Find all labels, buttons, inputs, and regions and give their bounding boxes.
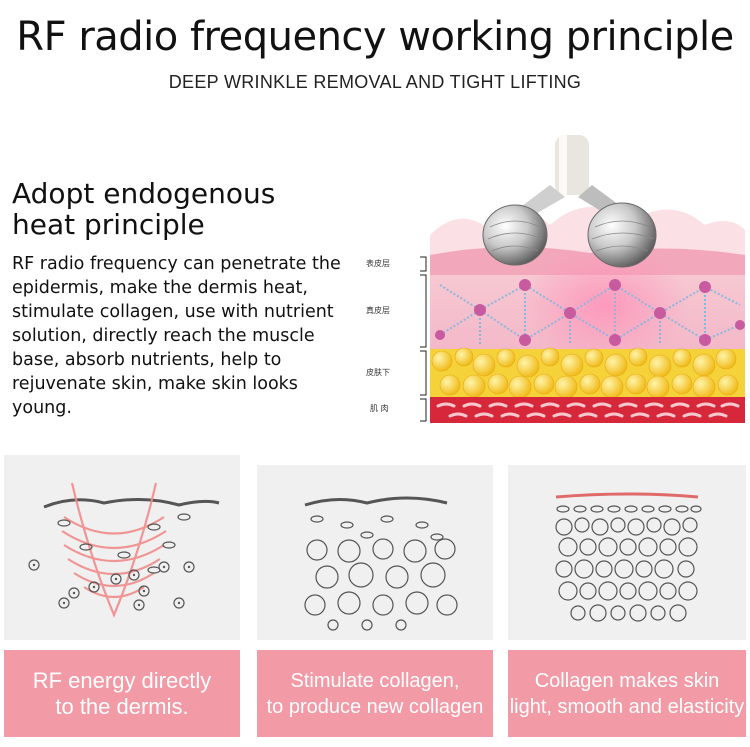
step-2-panel [257,465,493,640]
collagen-cells [304,515,458,631]
step-3-caption: Collagen makes skin light, smooth and el… [508,650,746,737]
collagen-network [439,283,741,345]
rf-roller-device [482,135,657,268]
intro-heading: Adopt endogenous heat principle [12,178,332,240]
muscle-layer [430,397,745,423]
step-1-caption-line-1: RF energy directly [32,667,212,693]
label-dermis: 真皮层 [366,305,390,315]
layer-labels: 表皮层 真皮层 皮肤下 肌 肉 [366,258,390,413]
step-1-panel [4,455,240,640]
page-title: RF radio frequency working principle [16,14,734,60]
dense-collagen-cells [555,505,702,622]
fat-cells [431,347,739,399]
intro-body: RF radio frequency can penetrate the epi… [12,254,341,418]
page-subtitle: DEEP WRINKLE REMOVAL AND TIGHT LIFTING [168,72,582,92]
label-subcutaneous: 皮肤下 [366,367,390,377]
step-2-caption: Stimulate collagen, to produce new colla… [257,650,493,737]
step-1-caption-line-2: to the dermis. [55,693,189,719]
layer-brackets [420,256,427,422]
step-3-caption-line-1: Collagen makes skin [534,669,720,692]
collagen-stimulation-diagram [304,496,458,631]
collagen-nodes [435,279,745,346]
muscle-fibers [436,402,740,418]
intro-heading-line-2: heat principle [12,208,205,241]
step-1-caption: RF energy directly to the dermis. [4,650,240,737]
skin-cross-section-illustration: 表皮层 真皮层 皮肤下 肌 肉 [366,135,745,423]
cell-markers [28,513,195,611]
label-epidermis: 表皮层 [366,258,390,268]
step-3-caption-line-2: light, smooth and elasticity [509,695,745,718]
step-3-panel [508,465,746,640]
step-2-caption-line-1: Stimulate collagen, [290,669,460,692]
label-muscle: 肌 肉 [370,403,389,413]
rf-energy-diagram [28,482,220,618]
dense-collagen-diagram [555,492,702,622]
step-2-caption-line-2: to produce new collagen [266,695,484,718]
rf-energy-waves [61,482,167,618]
intro-heading-line-1: Adopt endogenous [12,177,276,210]
